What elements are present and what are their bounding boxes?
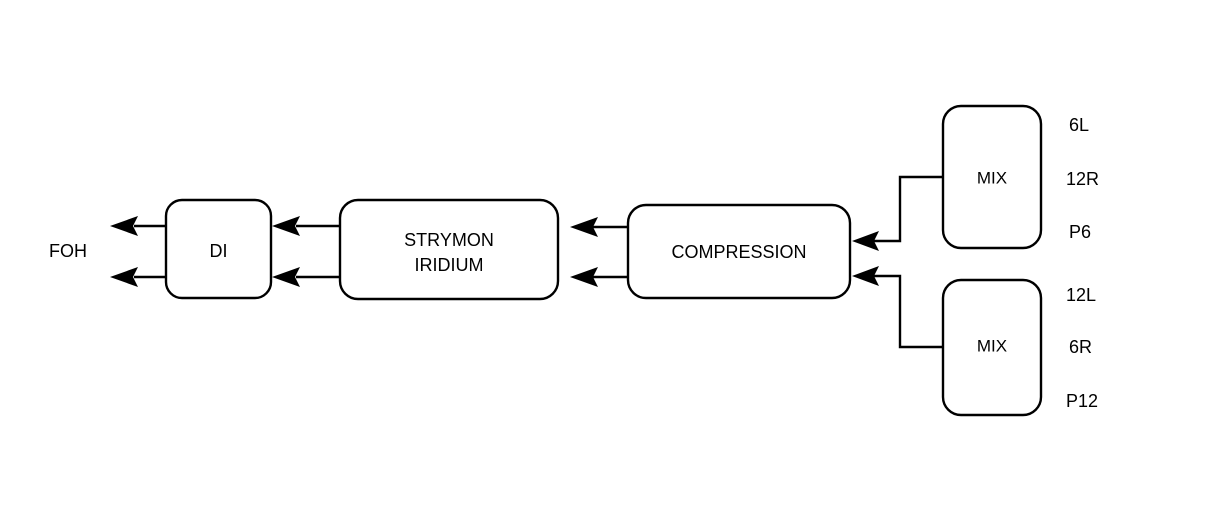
node-strymon-label-line2: IRIDIUM xyxy=(415,255,484,275)
node-compression[interactable]: COMPRESSION xyxy=(626,203,852,300)
node-compression-box[interactable] xyxy=(626,203,852,300)
connector-compression-to-strymon-lower xyxy=(570,267,628,287)
arrow-head-icon xyxy=(852,266,879,286)
arrow-head-icon xyxy=(570,267,598,287)
node-mix-top[interactable]: MIX xyxy=(941,104,1043,250)
terminal-label-foh: FOH xyxy=(49,241,87,261)
port-label-12l: 12L xyxy=(1066,285,1096,305)
node-mix-top-box[interactable] xyxy=(941,104,1043,250)
connector-line xyxy=(872,274,943,349)
port-label-p12: P12 xyxy=(1066,391,1098,411)
port-label-6l: 6L xyxy=(1069,115,1089,135)
arrow-head-icon xyxy=(110,216,138,236)
connector-strymon-to-di-lower xyxy=(272,267,340,287)
node-strymon-label-line1: STRYMON xyxy=(404,230,494,250)
node-mix-bottom[interactable]: MIX xyxy=(941,278,1043,417)
node-di[interactable]: DI xyxy=(164,198,273,300)
connector-mixtop-to-compression xyxy=(852,175,943,251)
node-mix-bottom-box[interactable] xyxy=(941,278,1043,417)
connector-di-to-foh-lower xyxy=(110,267,166,287)
arrow-head-icon xyxy=(272,267,300,287)
node-compression-label: COMPRESSION xyxy=(671,242,806,262)
node-di-label: DI xyxy=(210,241,228,261)
connector-line xyxy=(872,175,943,243)
arrow-head-icon xyxy=(272,216,300,236)
arrow-head-icon xyxy=(852,231,879,251)
node-strymon-iridium[interactable]: STRYMON IRIDIUM xyxy=(338,198,560,301)
arrow-head-icon xyxy=(110,267,138,287)
port-label-12r: 12R xyxy=(1066,169,1099,189)
connector-strymon-to-di-upper xyxy=(272,216,340,236)
node-di-box[interactable] xyxy=(164,198,273,300)
connector-mixbottom-to-compression xyxy=(852,266,943,349)
port-label-6r: 6R xyxy=(1069,337,1092,357)
connector-compression-to-strymon-upper xyxy=(570,217,628,237)
port-label-p6: P6 xyxy=(1069,222,1091,242)
node-strymon-iridium-box[interactable] xyxy=(338,198,560,301)
arrow-head-icon xyxy=(570,217,598,237)
connector-di-to-foh-upper xyxy=(110,216,166,236)
node-mix-top-label: MIX xyxy=(977,168,1007,187)
node-mix-bottom-label: MIX xyxy=(977,336,1007,355)
